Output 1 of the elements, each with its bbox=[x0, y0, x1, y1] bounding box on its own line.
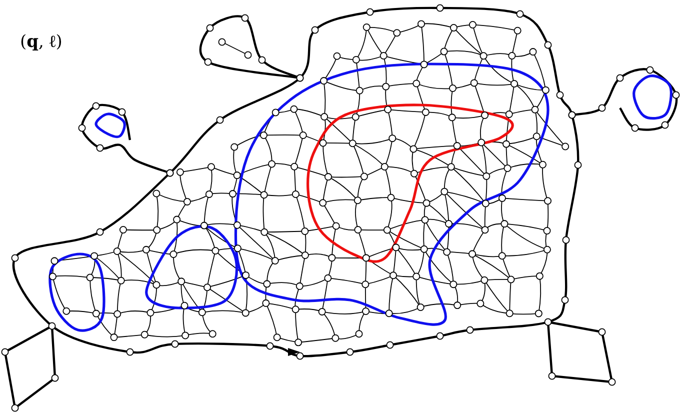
map-label: (q, ℓ) bbox=[20, 32, 62, 52]
